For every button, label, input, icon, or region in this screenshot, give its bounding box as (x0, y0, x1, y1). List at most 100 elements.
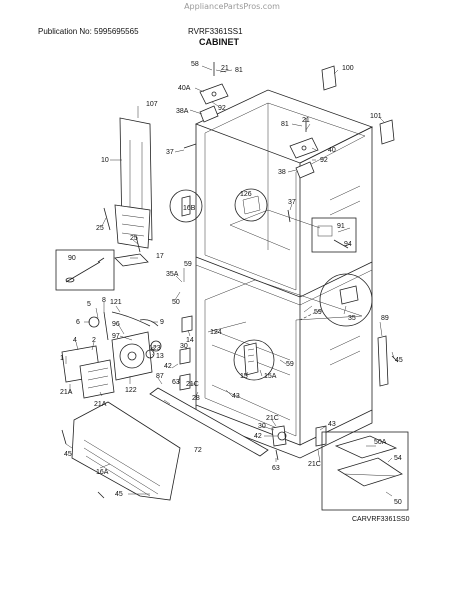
callout-54: 54 (394, 455, 402, 462)
inset-box-90 (55, 249, 115, 291)
top-hinge-left (199, 83, 229, 105)
fan-blade-6 (88, 316, 100, 328)
callout-40b: 40 (328, 147, 336, 154)
callout-63b: 63 (272, 465, 280, 472)
side-trim-89 (377, 335, 389, 387)
callout-89: 89 (381, 315, 389, 322)
callout-16a: 16A (96, 469, 109, 476)
callout-38a: 38A (176, 108, 189, 115)
callout-2: 2 (92, 337, 96, 344)
callout-90: 90 (68, 255, 76, 262)
callout-6: 6 (76, 319, 80, 326)
callout-43b: 43 (328, 421, 336, 428)
callout-92b: 92 (320, 157, 328, 164)
detail-circle-15 (233, 339, 275, 381)
hinge-bracket-100 (321, 65, 337, 91)
callout-37a: 37 (166, 149, 174, 156)
clip-9 (139, 319, 159, 327)
tube-121 (111, 311, 151, 327)
section-title: CABINET (199, 37, 239, 47)
callout-50b: 50 (394, 499, 402, 506)
callout-15: 15 (240, 373, 248, 380)
callout-91: 91 (337, 223, 345, 230)
callout-59c: 59 (286, 361, 294, 368)
callout-4: 4 (73, 337, 77, 344)
screw-45c (97, 491, 105, 499)
callout-92a: 92 (218, 105, 226, 112)
callout-35b: 35 (348, 315, 356, 322)
callout-126: 126 (240, 191, 252, 198)
callout-59a: 59 (184, 261, 192, 268)
callout-50a: 50 (172, 299, 180, 306)
grommet-123 (150, 340, 162, 352)
toe-kick-72 (149, 387, 269, 457)
callout-123: 123 (149, 345, 161, 352)
callout-21c-b: 21C (266, 415, 279, 422)
screw-25a (103, 207, 111, 231)
publication-number: Publication No: 5995695565 (38, 27, 139, 36)
callout-21b: 21 (302, 117, 310, 124)
callout-9: 9 (160, 319, 164, 326)
hinge-bracket-101 (379, 119, 395, 145)
callout-72: 72 (194, 447, 202, 454)
top-hinge-right (289, 137, 319, 159)
callout-42b: 42 (254, 433, 262, 440)
air-duct-panel (114, 117, 153, 249)
callout-30a: 30 (180, 343, 188, 350)
callout-16b: 16B (183, 205, 196, 212)
evaporator-fan-assembly (111, 331, 153, 381)
callout-45a: 45 (395, 357, 403, 364)
damper-43 (179, 373, 191, 391)
callout-21a: 21 (221, 65, 229, 72)
screw-37a (183, 143, 197, 149)
model-number: RVRF3361SS1 (188, 27, 243, 36)
bracket-21c (271, 425, 287, 447)
callout-17: 17 (156, 253, 164, 260)
callout-37b: 37 (288, 199, 296, 206)
cabinet-shell (194, 89, 374, 459)
callout-122: 122 (125, 387, 137, 394)
detail-circle-126 (234, 188, 268, 222)
callout-labels: 58 21 81 100 40A 92 107 38A 81 21 101 37… (60, 61, 403, 506)
callout-43a: 43 (232, 393, 240, 400)
callout-87: 87 (156, 373, 164, 380)
watermark: AppliancePartsPros.com (184, 2, 280, 11)
callout-59b: 59 (314, 309, 322, 316)
rod-8 (103, 311, 109, 341)
hinge-cover-left (199, 105, 219, 123)
callout-45c: 45 (115, 491, 123, 498)
base-grille-16a (71, 401, 181, 501)
figure-code: CARVRF3361SS0 (352, 516, 410, 523)
callout-81a: 81 (235, 67, 243, 74)
callout-45b: 45 (64, 451, 72, 458)
callout-21c-a: 21C (186, 381, 199, 388)
callout-28: 28 (192, 395, 200, 402)
fan-shroud-2 (79, 359, 115, 399)
control-box-91 (311, 217, 357, 253)
callout-101: 101 (370, 113, 382, 120)
shelf-124 (207, 321, 247, 333)
callout-58: 58 (191, 61, 199, 68)
detail-circle-35 (319, 273, 373, 327)
callout-13: 13 (156, 353, 164, 360)
callout-10: 10 (101, 157, 109, 164)
hinge-cover-right (295, 161, 315, 179)
screw-45a (61, 429, 67, 445)
callout-5: 5 (87, 301, 91, 308)
callout-21c-c: 21C (308, 461, 321, 468)
bracket-43b (315, 425, 327, 447)
callout-97: 97 (112, 333, 120, 340)
callout-94: 94 (344, 241, 352, 248)
drip-tray (114, 253, 149, 267)
callout-14: 14 (186, 337, 194, 344)
bracket-14 (181, 315, 193, 333)
callout-100: 100 (342, 65, 354, 72)
inset-box-50a (321, 431, 409, 511)
callout-121: 121 (110, 299, 122, 306)
callout-8: 8 (102, 297, 106, 304)
detail-circle-16b (169, 189, 203, 223)
callout-35a: 35A (166, 271, 179, 278)
callout-63a: 63 (172, 379, 180, 386)
callout-96: 96 (112, 321, 120, 328)
